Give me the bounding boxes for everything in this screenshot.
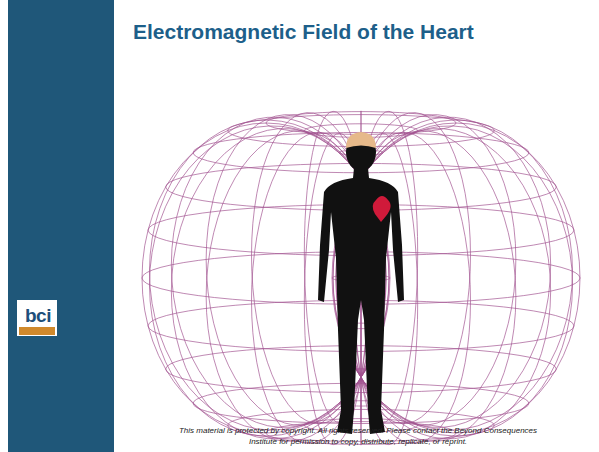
body-shape — [318, 168, 404, 434]
copyright-note: This material is protected by copyright.… — [178, 425, 538, 447]
field-line — [166, 346, 557, 393]
brain — [346, 132, 376, 148]
logo-box — [17, 300, 57, 336]
field-line — [356, 368, 367, 369]
logo-text: bci — [20, 305, 56, 327]
slide-title: Electromagnetic Field of the Heart — [133, 20, 583, 44]
human-silhouette — [318, 132, 404, 434]
logo-strip — [19, 327, 55, 335]
side-bar — [8, 0, 114, 452]
field-line — [148, 300, 574, 351]
field-line — [193, 383, 529, 423]
field-torus — [142, 111, 580, 445]
field-line — [266, 112, 456, 135]
heart — [373, 196, 391, 222]
field-line — [228, 409, 495, 441]
